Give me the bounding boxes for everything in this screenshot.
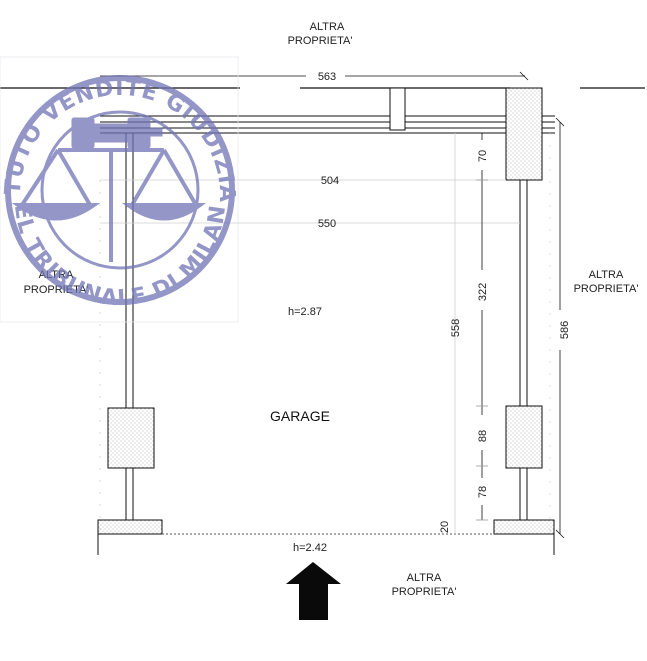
top-pillar — [389, 87, 406, 131]
arrow-up-icon — [286, 562, 341, 620]
dim-seg-78-label: 78 — [477, 486, 489, 498]
dim-right-height — [555, 117, 565, 539]
bottom-neighbor-line1: ALTRA — [407, 572, 442, 584]
room-name: GARAGE — [270, 408, 330, 424]
left-pillar-base — [97, 519, 163, 535]
ceiling-height-inner: h=2.87 — [288, 306, 322, 318]
ceiling-height-entry: h=2.42 — [293, 542, 327, 554]
left-pillar-mid — [107, 407, 155, 469]
top-neighbor-line1: ALTRA — [310, 21, 345, 33]
right-wall — [519, 180, 528, 520]
bottom-neighbor-line2: PROPRIETA' — [392, 586, 457, 598]
right-pillar-base — [493, 519, 555, 535]
dim-seg-20-label: 20 — [439, 521, 451, 533]
dim-inner-width-2-label: 550 — [318, 218, 336, 230]
dim-overall-width — [100, 71, 529, 81]
top-wall — [100, 115, 555, 134]
guide-lines — [99, 133, 551, 534]
scales-icon — [11, 148, 207, 262]
right-neighbor-line1: ALTRA — [589, 269, 624, 281]
right-neighbor-line2: PROPRIETA' — [574, 283, 639, 295]
top-neighbor-line2: PROPRIETA' — [288, 35, 353, 47]
dim-overall-width-label: 563 — [318, 71, 336, 83]
court-seal-stamp: ISTITUTO VENDITE GIUDIZIARIE DEL TRIBUNA… — [0, 0, 239, 323]
right-pillar-top — [505, 87, 543, 181]
right-pillar-mid — [505, 405, 543, 469]
left-wall — [125, 133, 134, 520]
gavel-icon — [71, 117, 163, 149]
dim-seg-70-label: 70 — [477, 150, 489, 162]
dim-inner-width-1-label: 504 — [321, 175, 339, 187]
stamp-text-top: ISTITUTO VENDITE GIUDIZIARIE — [0, 0, 239, 203]
dim-seg-88-label: 88 — [477, 430, 489, 442]
stamp-text-bottom: DEL TRIBUNALE DI MILANO — [0, 0, 231, 311]
dim-seg-322-label: 322 — [477, 283, 489, 301]
dim-right-height-label: 586 — [559, 321, 571, 339]
dim-inner-height-label: 558 — [450, 319, 462, 337]
dim-chain — [476, 133, 488, 521]
